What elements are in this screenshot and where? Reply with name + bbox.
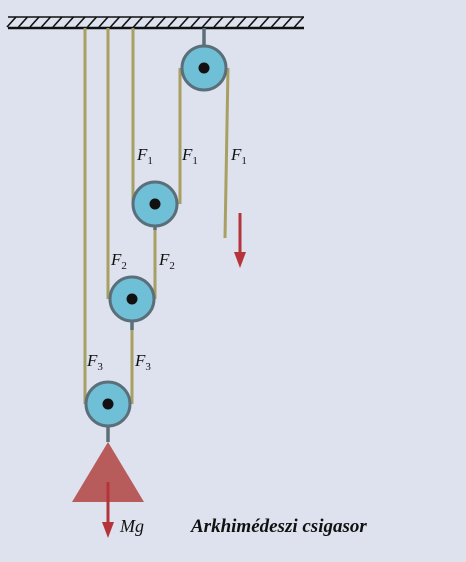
force-label-f1-c: F1: [230, 145, 247, 167]
hatch-mark: [109, 16, 121, 28]
axle-icon: [198, 62, 210, 74]
hatch-mark: [75, 16, 86, 28]
pulley-movable-1: [131, 180, 179, 228]
hatch-mark: [270, 16, 282, 28]
hatch-mark: [29, 16, 40, 28]
force-label-f3-a: F3: [86, 351, 103, 373]
hatch-mark: [63, 16, 75, 28]
hatch-mark: [224, 16, 236, 28]
hatch-mark: [52, 16, 63, 28]
hatch-mark: [144, 16, 155, 28]
hatch-mark: [98, 16, 109, 28]
hatch-mark: [132, 16, 144, 28]
hatch-mark: [6, 16, 17, 28]
diagram-caption: Arkhimédeszi csigasor: [190, 516, 367, 537]
hatch-mark: [282, 16, 293, 28]
force-label-f2-a: F2: [110, 250, 127, 272]
hatch-mark: [167, 16, 178, 28]
hatch-mark: [40, 16, 52, 28]
force-label-f1-a: F1: [136, 145, 153, 167]
hatch-mark: [236, 16, 247, 28]
pulley-fixed: [180, 44, 228, 92]
hatch-mark: [259, 16, 270, 28]
axle-icon: [149, 198, 161, 210]
hatch-mark: [190, 16, 201, 28]
hatch-mark: [201, 16, 213, 28]
pulley-movable-3: [84, 380, 132, 428]
hatch-mark: [178, 16, 190, 28]
axle-icon: [102, 398, 114, 410]
hatch-mark: [293, 16, 305, 28]
axle-icon: [126, 293, 138, 305]
hatch-mark: [17, 16, 29, 28]
force-label-f2-b: F2: [158, 250, 175, 272]
hatch-mark: [247, 16, 259, 28]
hatch-mark: [86, 16, 98, 28]
weight-triangle: [72, 442, 144, 502]
rope-free-end: [223, 67, 230, 239]
hatch-mark: [155, 16, 167, 28]
ceiling-hatching: [6, 16, 305, 28]
weight-label: Mg: [119, 516, 144, 536]
hatch-mark: [213, 16, 224, 28]
hatch-mark: [121, 16, 132, 28]
force-label-f3-b: F3: [134, 351, 151, 373]
ropes: [83, 28, 230, 404]
ceiling: [6, 16, 305, 30]
pulley-movable-2: [108, 275, 156, 323]
arrow-weight: [102, 482, 114, 538]
arrow-pull: [234, 213, 246, 268]
force-label-f1-b: F1: [181, 145, 198, 167]
